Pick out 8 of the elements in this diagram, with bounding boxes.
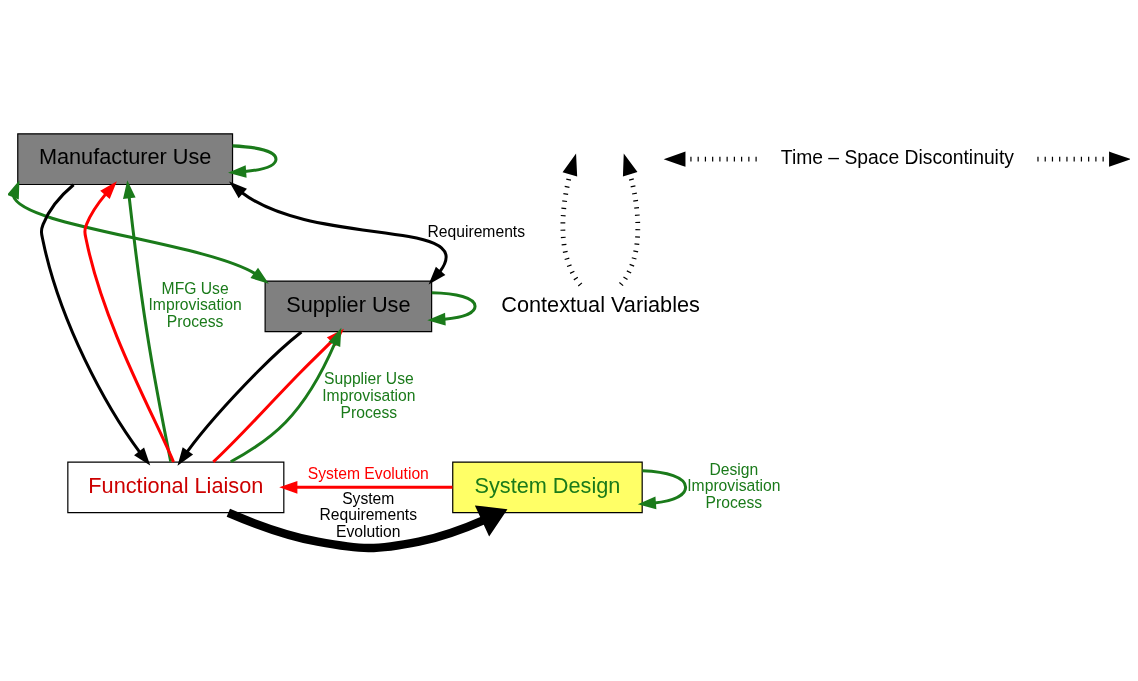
edge-label: MFG Use Improvisation Process [148,279,242,330]
edge-label: Supplier Use Improvisation Process [322,369,416,421]
label: Time – Space Discontinuity [780,146,1014,168]
edge-label: Design Improvisation Process [687,460,781,511]
edge-label: System Requirements Evolution [319,489,418,540]
edge-label: Requirements [427,222,526,240]
node-text: Contextual Variables [501,291,700,317]
edge-label: System Evolution [307,464,429,482]
